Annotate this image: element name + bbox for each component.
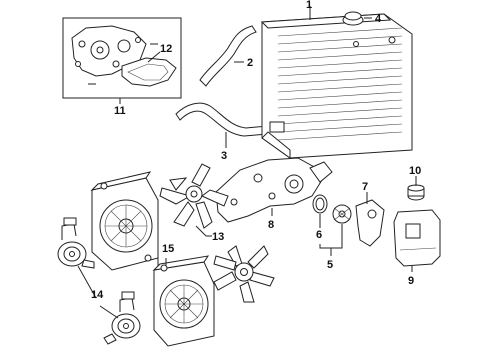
thermostat-cover <box>355 199 385 247</box>
radiator-cap <box>342 11 364 26</box>
thermostat-gasket <box>312 194 328 214</box>
callout-7: 7 <box>362 181 368 193</box>
upper-radiator-hose <box>199 25 257 87</box>
callout-2: 2 <box>247 57 253 69</box>
callout-6: 6 <box>316 229 322 241</box>
cooling-fan-blade-lower <box>213 245 275 303</box>
fan-motor-lower <box>103 291 141 345</box>
water-pump-inset <box>62 17 182 99</box>
callout-15: 15 <box>162 243 174 255</box>
callout-5: 5 <box>327 259 333 271</box>
callout-14: 14 <box>91 289 104 301</box>
callout-13: 13 <box>212 231 224 243</box>
coolant-reservoir <box>393 209 441 267</box>
callout-11: 11 <box>114 105 126 117</box>
callout-3: 3 <box>221 150 227 162</box>
fan-shroud-upper <box>90 171 159 271</box>
lower-radiator-hose <box>175 102 269 137</box>
fan-motor-upper <box>57 217 95 269</box>
callout-10: 10 <box>409 165 421 177</box>
callout-12: 12 <box>160 43 172 55</box>
thermostat-housing <box>215 157 333 223</box>
callout-8: 8 <box>268 219 274 231</box>
radiator <box>260 13 413 159</box>
thermostat <box>332 204 352 224</box>
callout-4: 4 <box>375 13 382 25</box>
cooling-fan-blade-upper <box>159 163 229 229</box>
reservoir-cap <box>407 184 425 201</box>
fan-shroud-lower <box>152 255 215 347</box>
callout-1: 1 <box>306 0 312 11</box>
callout-9: 9 <box>408 275 414 287</box>
